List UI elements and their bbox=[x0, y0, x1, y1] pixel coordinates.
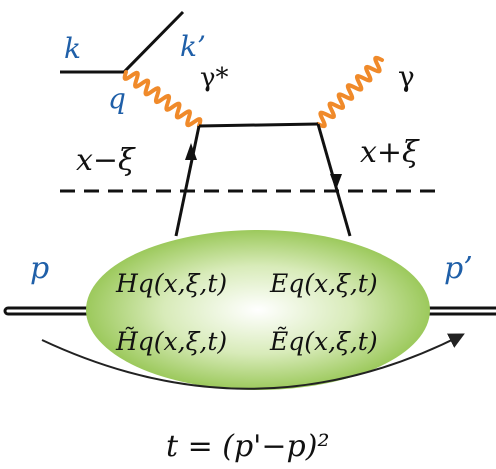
gpd-blob bbox=[86, 230, 430, 390]
outgoing-lepton-line bbox=[122, 10, 185, 74]
quark-left-arrow-icon bbox=[185, 143, 197, 160]
label-x-plus-xi: x+ξ bbox=[360, 135, 420, 170]
gpd-H-label: Hq(x,ξ,t) bbox=[115, 269, 227, 298]
label-x-minus-xi: x−ξ bbox=[76, 143, 136, 178]
label-q: q bbox=[108, 82, 126, 115]
label-gamma-star: γ* bbox=[200, 63, 229, 93]
quark-left-line bbox=[174, 125, 201, 237]
gpd-E-label: Eq(x,ξ,t) bbox=[269, 269, 378, 298]
label-p: p bbox=[30, 251, 49, 286]
label-k-prime: k’ bbox=[180, 30, 206, 63]
quark-top-line bbox=[198, 122, 319, 128]
real-photon-line bbox=[316, 55, 384, 129]
virtual-photon-line bbox=[122, 70, 203, 128]
t-formula-label: t = (p'−p)² bbox=[166, 429, 330, 464]
label-gamma: γ bbox=[398, 60, 415, 93]
gpd-Htilde-label: H̃q(x,ξ,t) bbox=[115, 327, 227, 356]
quark-right-arrow-icon bbox=[330, 174, 342, 190]
label-p-prime: p’ bbox=[444, 251, 473, 286]
momentum-transfer-arrow bbox=[41, 333, 465, 390]
gpd-Etilde-label: Ẽq(x,ξ,t) bbox=[269, 327, 378, 356]
label-k: k bbox=[64, 32, 81, 65]
